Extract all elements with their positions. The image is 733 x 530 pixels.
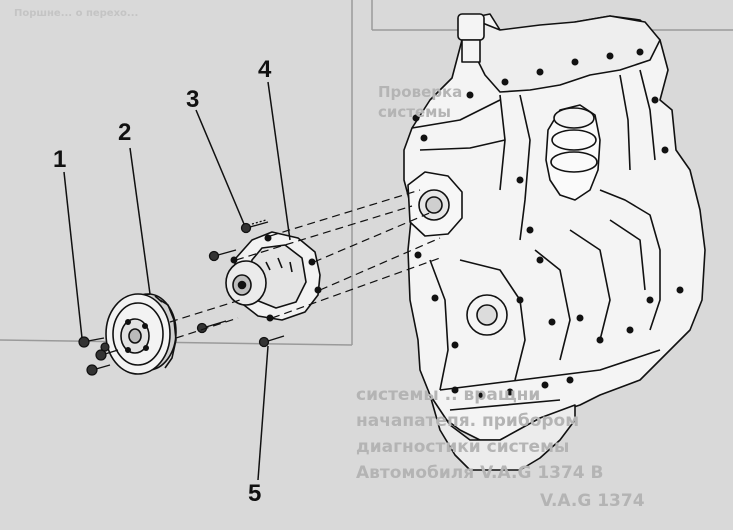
water-pump [225, 231, 322, 322]
show-through-text: Автомобиля V.A.G 1374 В [356, 463, 604, 483]
show-through-text: Поршне... о перехо... [14, 8, 139, 19]
show-through-text: V.A.G 1374 [540, 491, 645, 511]
show-through-text: диагностики системы [356, 437, 570, 457]
callout-4: 4 [258, 56, 272, 83]
show-through-text: системы .. вращни [356, 385, 541, 405]
pump-bolt [196, 219, 285, 348]
callout-3: 3 [186, 86, 200, 113]
callout-2: 2 [118, 119, 132, 146]
alignment-lines [169, 189, 441, 339]
show-through-text: системы [378, 103, 451, 121]
leader-lines [63, 81, 291, 481]
callout-1: 1 [53, 146, 67, 173]
engine-block [403, 13, 706, 471]
pulley-bolt [78, 336, 119, 376]
callout-5: 5 [248, 480, 262, 507]
show-through-text: начапатепя. прибором [356, 411, 580, 431]
show-through-text: Проверка [378, 83, 463, 101]
pulley [105, 293, 177, 375]
